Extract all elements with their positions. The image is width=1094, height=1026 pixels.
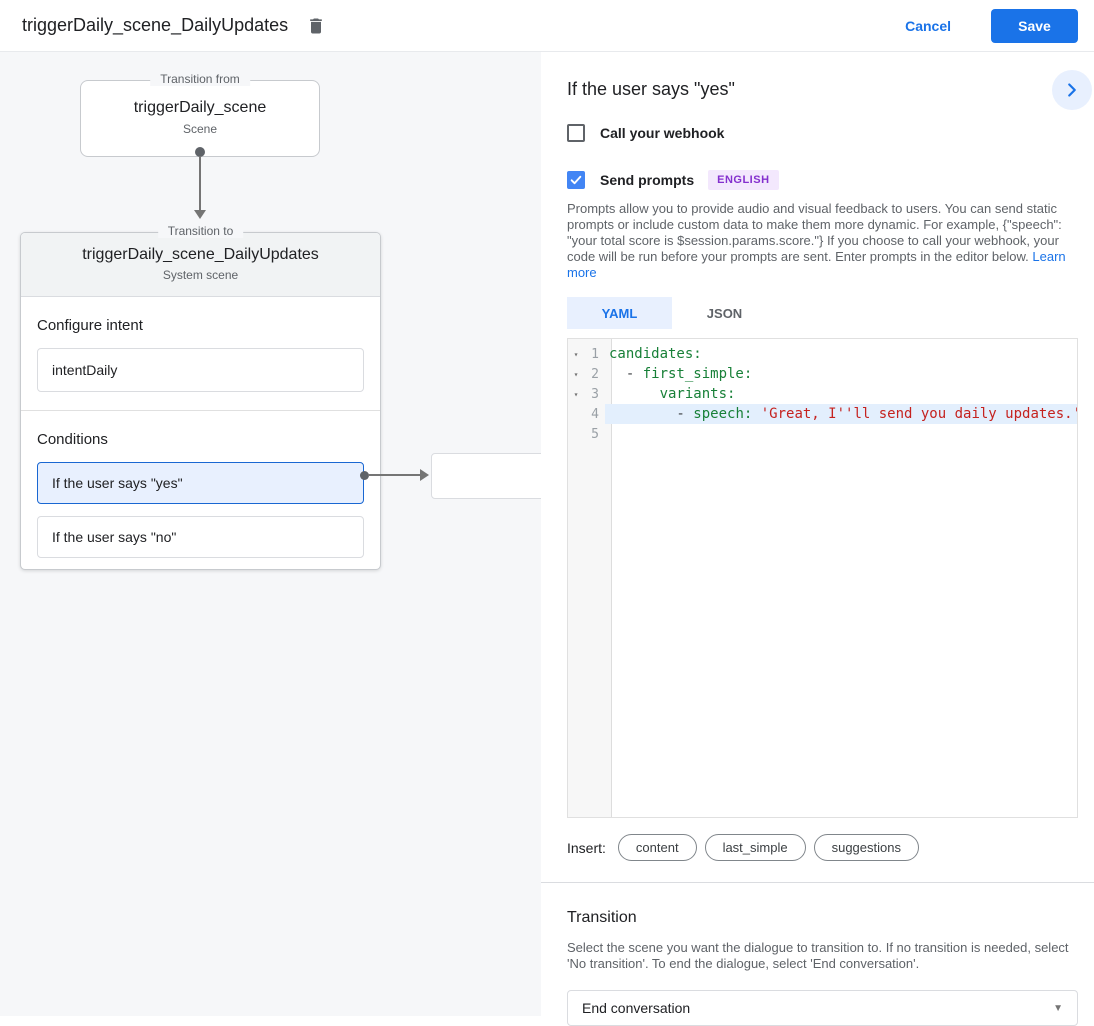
send-prompts-checkbox[interactable] [567,171,585,189]
condition-label: If the user says "no" [52,529,177,545]
condition-target-node[interactable] [431,453,541,499]
connector-dot [360,471,369,480]
insert-label: Insert: [567,839,606,856]
transition-arrow-line [199,156,201,210]
line-number: 1 [591,346,599,362]
prompts-description: Prompts allow you to provide audio and v… [567,201,1087,281]
section-divider [541,882,1094,883]
conditions-heading: Conditions [37,431,108,448]
line-number: 2 [591,366,599,382]
from-scene-name: triggerDaily_scene [133,99,267,116]
cancel-button[interactable]: Cancel [889,10,967,42]
fold-arrow-icon[interactable]: ▾ [573,349,579,359]
code-line: ▾ 1 candidates: [568,344,1077,364]
transition-to-legend: Transition to [157,224,244,238]
collapse-panel-button[interactable] [1052,70,1092,110]
intent-value: intentDaily [52,362,118,378]
condition-arrowhead [420,469,429,481]
insert-chip-last-simple[interactable]: last_simple [704,834,806,861]
code-line: ▾ 2 - first_simple: [568,364,1077,384]
code-line: ▾ 3 variants: [568,384,1077,404]
intent-input[interactable]: intentDaily [37,348,364,392]
condition-editor-title: If the user says "yes" [567,79,735,99]
to-scene-header[interactable]: triggerDaily_scene_DailyUpdates System s… [21,233,380,297]
insert-chip-content[interactable]: content [617,834,697,861]
header-actions: Cancel Save [889,8,1078,43]
page-title: triggerDaily_scene_DailyUpdates [22,15,289,35]
learn-more-link[interactable]: Learn more [567,249,1066,280]
code-token: candidates: [609,346,702,362]
dropdown-caret-icon: ▼ [1053,1002,1063,1014]
transition-arrowhead [194,210,206,219]
tab-json[interactable]: JSON [706,305,743,321]
tab-yaml[interactable]: YAML [567,297,672,329]
transition-heading: Transition [567,909,637,926]
check-icon [569,173,583,187]
line-number: 4 [591,406,599,422]
prompts-description-text: Prompts allow you to provide audio and v… [567,201,1062,264]
code-line-active: 4 - speech: 'Great, I''ll send you daily… [568,404,1077,424]
transition-description: Select the scene you want the dialogue t… [567,940,1069,971]
code-token: speech: [693,406,761,422]
transition-to-node: Transition to triggerDaily_scene_DailyUp… [20,224,381,570]
to-scene-type: System scene [162,268,239,282]
delete-scene-button[interactable] [304,14,328,38]
configure-intent-heading: Configure intent [37,317,143,334]
configure-intent-section: Configure intent intentDaily [21,297,380,410]
code-token: first_simple: [642,366,753,382]
condition-label: If the user says "yes" [52,475,183,491]
scene-flow-canvas: Transition from triggerDaily_scene Scene… [0,52,541,1016]
insert-chip-suggestions[interactable]: suggestions [813,834,919,861]
condition-arrow-line [368,474,421,476]
call-webhook-label: Call your webhook [600,125,725,141]
conditions-section: Conditions If the user says "yes" If the… [21,410,380,576]
transition-select-value: End conversation [582,1000,691,1016]
connector-dot [195,147,205,157]
transition-select[interactable]: End conversation ▼ [567,990,1078,1026]
send-prompts-label: Send prompts [600,172,695,188]
transition-from-node[interactable]: Transition from triggerDaily_scene Scene [80,72,320,157]
code-line: 5 [568,424,1077,444]
yaml-code-editor[interactable]: ▾ 1 candidates: ▾ 2 - first_simple: ▾ 3 … [567,338,1078,818]
line-number: 3 [591,386,599,402]
call-webhook-checkbox[interactable] [567,124,585,142]
code-token: variants: [659,386,736,402]
insert-row: Insert: content last_simple suggestions [567,834,1078,861]
editor-format-tabs: YAML JSON [567,297,1078,329]
save-button[interactable]: Save [991,8,1078,43]
line-number: 5 [591,426,599,442]
trash-icon [306,16,326,36]
chevron-right-icon [1061,79,1083,101]
transition-from-legend: Transition from [150,72,250,86]
header-bar: triggerDaily_scene_DailyUpdates Cancel S… [0,0,1094,52]
condition-item-no[interactable]: If the user says "no" [37,516,364,558]
code-token: - [609,366,643,382]
fold-arrow-icon[interactable]: ▾ [573,389,579,399]
condition-item-yes[interactable]: If the user says "yes" [37,462,364,504]
fold-arrow-icon[interactable]: ▾ [573,369,579,379]
to-scene-name: triggerDaily_scene_DailyUpdates [82,246,319,263]
code-token [609,386,660,402]
code-token: 'Great, I''ll send you daily updates.' [760,406,1077,422]
editor-gutter [568,339,612,817]
code-token: - [609,406,694,422]
from-scene-type: Scene [182,122,218,136]
condition-editor-panel: If the user says "yes" Call your webhook… [541,52,1094,1026]
language-badge: ENGLISH [708,170,779,190]
